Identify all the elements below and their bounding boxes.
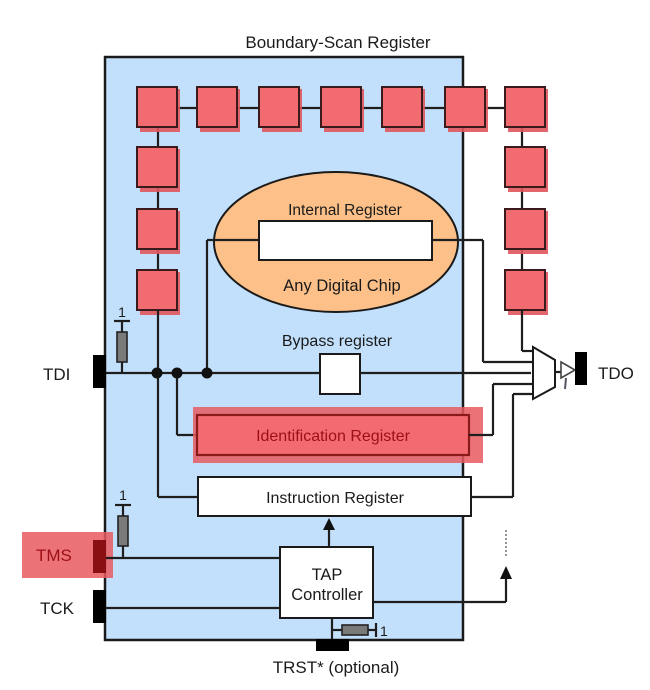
tap-controller-label-line1: TAP [312, 566, 343, 584]
tap-controller [279, 546, 374, 619]
boundary-cell [504, 86, 548, 132]
instruction-register [197, 476, 472, 517]
pullup-label: 1 [380, 623, 388, 639]
identification-register [195, 413, 471, 457]
tck-pin [93, 590, 106, 623]
boundary-cell [196, 86, 240, 132]
tms-label: TMS [36, 546, 72, 565]
chip-label: Any Digital Chip [283, 277, 400, 295]
trst-pin [316, 639, 349, 651]
boundary-cell [136, 269, 180, 315]
trst-label: TRST* (optional) [273, 658, 400, 677]
boundary-cell [504, 269, 548, 315]
pullup-label: 1 [118, 304, 126, 320]
internal-register-label: Internal Register [288, 202, 402, 219]
tdo-pin [575, 352, 587, 385]
tdi-pin [93, 355, 106, 388]
bypass-register [319, 353, 361, 395]
output-mux [532, 345, 556, 401]
pullup-label: 1 [119, 487, 127, 503]
mux-input-wires [469, 240, 532, 499]
tms-pin [93, 540, 106, 573]
boundary-cell [136, 146, 180, 192]
boundary-cell [136, 208, 180, 254]
tms-pullup-resistor: 1 [115, 487, 131, 558]
boundary-cell [504, 208, 548, 254]
boundary-scan-cells [136, 86, 548, 315]
boundary-cell [444, 86, 488, 132]
arrow-up-icon [323, 518, 335, 530]
arrow-up-icon [500, 566, 512, 579]
boundary-cell [258, 86, 302, 132]
bypass-register-label: Bypass register [282, 333, 393, 350]
junction-dot [151, 367, 163, 379]
identification-register-label: Identification Register [256, 428, 411, 445]
boundary-cell [320, 86, 364, 132]
boundary-cell [136, 86, 180, 132]
tdo-label: TDO [598, 364, 634, 383]
junction-dot [201, 367, 213, 379]
trst-pullup-resistor: 1 [330, 618, 388, 640]
output-buffer-icon [560, 360, 577, 380]
internal-register [258, 220, 433, 261]
tdi-label: TDI [43, 365, 70, 384]
tap-controller-label-line2: Controller [291, 586, 363, 604]
boundary-cell [504, 146, 548, 192]
tck-label: TCK [40, 599, 75, 618]
tdi-pullup-resistor: 1 [114, 304, 130, 373]
boundary-cell [381, 86, 425, 132]
instruction-register-label: Instruction Register [266, 490, 405, 507]
diagram-title: Boundary-Scan Register [245, 33, 431, 52]
junction-dot [171, 367, 183, 379]
